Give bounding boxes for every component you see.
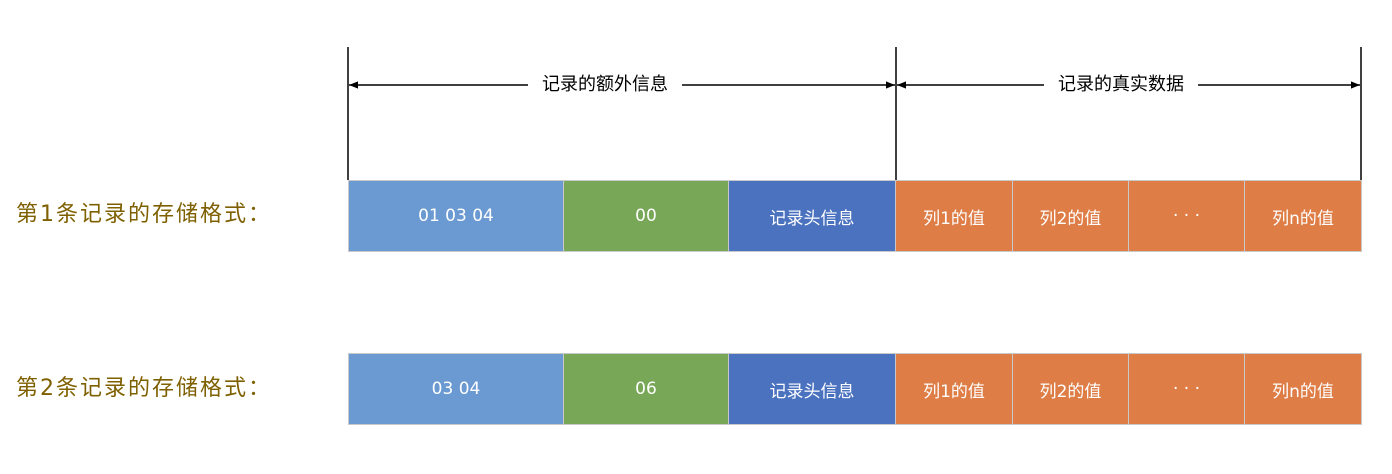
record-row-2: 03 04 06 记录头信息 列1的值 列2的值 · · · 列n的值: [348, 353, 1362, 425]
column-1-value-cell: 列1的值: [896, 180, 1013, 252]
column-2-value-cell: 列2的值: [1013, 353, 1129, 425]
column-1-value-cell: 列1的值: [896, 353, 1013, 425]
null-list-cell: 00: [564, 180, 729, 252]
variable-length-list-cell: 03 04: [348, 353, 564, 425]
record-row-1: 01 03 04 00 记录头信息 列1的值 列2的值 · · · 列n的值: [348, 180, 1362, 252]
column-2-value-cell: 列2的值: [1013, 180, 1129, 252]
real-data-label: 记录的真实数据: [1044, 70, 1198, 100]
record-header-cell: 记录头信息: [729, 353, 896, 425]
row-label-2: 第2条记录的存储格式：: [16, 376, 272, 401]
column-n-value-cell: 列n的值: [1245, 180, 1362, 252]
record-header-cell: 记录头信息: [729, 180, 896, 252]
ellipsis-cell: · · ·: [1129, 353, 1245, 425]
ellipsis-cell: · · ·: [1129, 180, 1245, 252]
null-list-cell: 06: [564, 353, 729, 425]
variable-length-list-cell: 01 03 04: [348, 180, 564, 252]
column-n-value-cell: 列n的值: [1245, 353, 1362, 425]
row-label-1: 第1条记录的存储格式：: [16, 202, 272, 227]
extra-info-label: 记录的额外信息: [528, 70, 682, 100]
